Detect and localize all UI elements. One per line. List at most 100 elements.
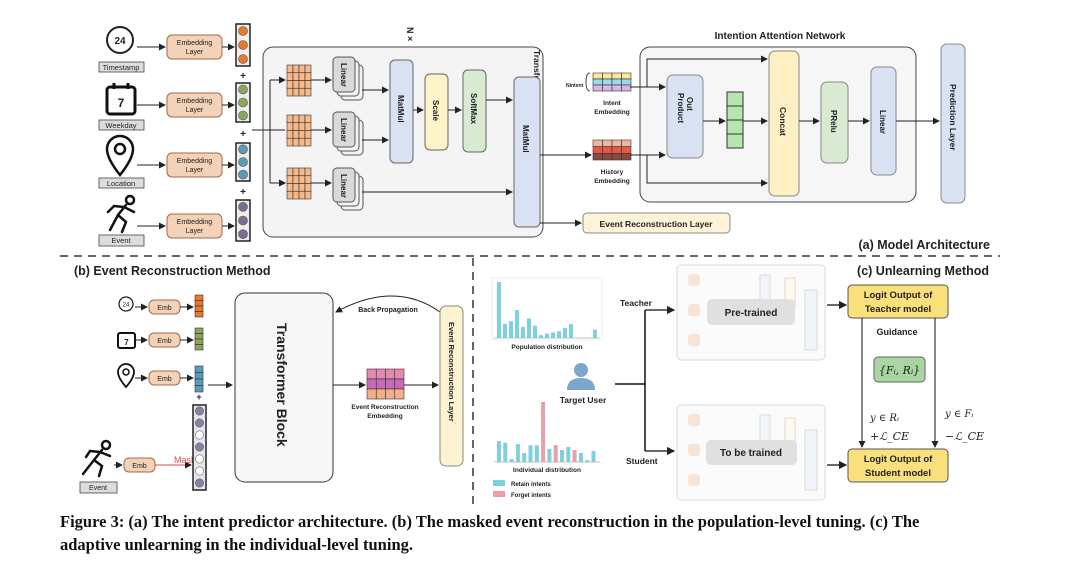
event-reconstruction-layer-label: Event Reconstruction Layer: [600, 219, 714, 229]
input-matrix: [286, 114, 312, 147]
grid-cell: [304, 167, 312, 177]
embedding-layer-label: Embedding: [177, 98, 213, 105]
retain-intent-bar: [591, 451, 596, 462]
grid-cell: [286, 64, 294, 74]
embedding-layer-label: Embedding: [177, 219, 213, 226]
retain-condition: y ∈ Rᵢ: [869, 413, 899, 424]
event-label: Event: [89, 485, 107, 492]
grid-cell: [194, 338, 204, 345]
linear-layer: [332, 56, 356, 93]
linear-label: Linear: [339, 118, 348, 142]
retain-intent-bar: [547, 448, 552, 462]
linear-label: Linear: [339, 174, 348, 198]
grid-cell: [592, 139, 603, 147]
scale-block: [424, 73, 449, 151]
population-distribution-label: Population distribution: [511, 344, 582, 351]
forget-intent-bar: [553, 445, 558, 462]
part-a-model-architecture: 24 Timestamp 7 Weekday Location Event Em…: [98, 23, 990, 252]
target-user-label: Target User: [560, 395, 607, 405]
prelu-block: [820, 81, 849, 164]
grid-cell: [292, 137, 300, 147]
matmul-label: MatMul: [521, 125, 530, 153]
intent-embedding-label: Intent: [603, 100, 622, 107]
retain-intent-bar: [534, 445, 539, 462]
student-label: Student: [626, 456, 658, 466]
matmul-label: MatMul: [396, 95, 405, 123]
grid-cell: [286, 130, 294, 139]
emb-label: Emb: [157, 338, 172, 345]
embedding-layer-label: Embedding: [177, 158, 213, 165]
retain-intent-bar: [497, 441, 501, 462]
event-node: [195, 406, 205, 416]
event-reconstruction-layer-box: [439, 305, 464, 467]
softmax-label: SoftMax: [469, 93, 478, 125]
population-bar: [545, 333, 549, 338]
location-pin-icon: [117, 363, 135, 389]
student-logit-label: Student model: [865, 468, 931, 479]
population-bar: [521, 326, 525, 338]
event-reconstruction-embedding: [366, 368, 405, 400]
grid-cell: [602, 84, 613, 92]
grid-cell: [394, 388, 405, 400]
grid-cell: [298, 137, 306, 147]
repeat-n-label: N ×: [405, 27, 415, 41]
caption-line-1: Figure 3: (a) The intent predictor archi…: [60, 512, 920, 531]
student-logit-label: Logit Output of: [864, 454, 933, 465]
linear-layer: [332, 167, 356, 203]
grid-cell: [292, 87, 300, 97]
grid-cell: [286, 175, 294, 184]
vector-node: [238, 84, 248, 95]
embedding-layer-label: Embedding: [177, 40, 213, 47]
grid-cell: [304, 64, 312, 74]
pretrained-label: Pre-trained: [725, 308, 778, 319]
part-a-caption: (a) Model Architecture: [858, 238, 990, 252]
out-product-label: Product: [676, 93, 685, 124]
vector-node: [238, 54, 248, 64]
grid-cell: [194, 365, 204, 373]
grid-cell: [621, 146, 632, 154]
event-reconstruction-layer-label: Event Reconstruction Layer: [447, 322, 456, 422]
grid-cell: [385, 368, 396, 380]
plus-sign: +: [196, 392, 201, 402]
event-node: [195, 442, 205, 452]
grid-cell: [621, 153, 632, 161]
grid-cell: [292, 72, 300, 81]
grid-cell: [194, 344, 204, 351]
weekday-label: Weekday: [105, 121, 136, 130]
grid-cell: [592, 72, 603, 80]
vector-node: [238, 202, 248, 212]
svg-text:7: 7: [118, 96, 125, 110]
event-node: [195, 478, 205, 488]
grid-cell: [286, 183, 294, 192]
grid-cell: [194, 300, 204, 307]
population-bar: [551, 332, 555, 338]
grid-cell: [292, 190, 300, 200]
embedding-layer-label: Layer: [186, 49, 204, 56]
grid-cell: [304, 72, 312, 81]
population-chart-frame: [491, 277, 603, 341]
retain-intent-bar: [578, 453, 583, 462]
grid-cell: [366, 368, 377, 380]
grid-cell: [298, 72, 306, 81]
retain-intent-bar: [522, 453, 527, 462]
intent-embedding-label: Embedding: [594, 109, 629, 116]
grid-cell: [292, 114, 300, 124]
brace: [585, 72, 591, 92]
calendar-icon: 7: [105, 83, 137, 116]
grid-cell: [298, 175, 306, 184]
calendar-icon: 7: [117, 332, 136, 349]
grid-cell: [194, 333, 204, 340]
retain-intent-bar: [528, 445, 533, 462]
event-label-box: [79, 481, 118, 494]
linear-layer-stack: Linear: [332, 167, 364, 211]
recon-embedding-label: Embedding: [367, 413, 402, 420]
grid-cell: [194, 294, 204, 301]
event-label-box: [98, 234, 145, 247]
grid-cell: [194, 378, 204, 386]
guidance-label: Guidance: [876, 327, 917, 337]
caption-line-2: adaptive unlearning in the individual-le…: [60, 535, 413, 554]
grid-cell: [298, 167, 306, 177]
event-reconstruction-layer-box: [582, 212, 731, 234]
embedding-layer-label: Layer: [186, 107, 204, 114]
retain-intent-bar: [560, 450, 564, 462]
